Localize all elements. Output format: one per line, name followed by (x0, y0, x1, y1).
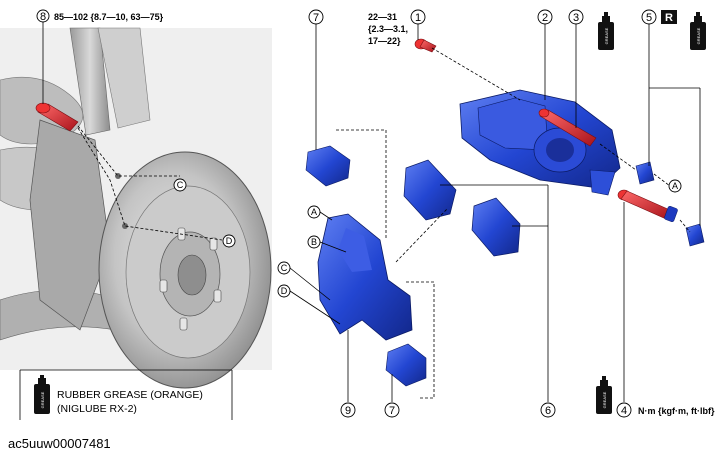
guide-pin-4 (617, 189, 678, 222)
callout-7-top: 7 (313, 12, 319, 24)
callout-1: 1 (415, 12, 421, 24)
guide-pin-3 (538, 108, 597, 147)
grease-can-icon-bottom: GREASE (596, 376, 612, 414)
torque-1-line2: {2.3—3.1, (368, 24, 408, 34)
grease-can-icon: GREASE (34, 375, 50, 414)
callouts-top: 7 1 2 3 5 (308, 9, 701, 226)
letter-a-right-circle (668, 179, 682, 193)
dash-pad-link (395, 207, 449, 263)
dash-clip-top (336, 129, 387, 240)
letter-d-hub-circle (222, 234, 236, 248)
bracket-letter-callouts: A B C D (277, 205, 347, 325)
torque-8: 85—102 {8.7—10, 63—75} (54, 12, 164, 22)
letter-a-right: A (672, 181, 678, 191)
svg-text:R: R (665, 12, 673, 24)
callout-8-label: 8 (40, 11, 46, 23)
callout-2: 2 (542, 12, 548, 24)
torque-1-line3: 17—22} (368, 36, 401, 46)
callout-3: 3 (573, 12, 579, 24)
legend-line-1: RUBBER GREASE (ORANGE) (57, 389, 203, 401)
pad-clip-7-top (305, 145, 351, 187)
callout-5: 5 (646, 12, 652, 24)
letter-c-hub: C (177, 180, 184, 190)
knuckle-photo-panel (0, 27, 272, 389)
svg-text:GREASE: GREASE (604, 27, 609, 44)
dash-clip-bottom (406, 281, 435, 399)
torque-units: N·m {kgf·m, ft·lbf} (638, 406, 715, 416)
dash-d-hub (77, 127, 223, 241)
dash-bushing-b (679, 219, 691, 233)
letter-b: B (311, 237, 317, 247)
callout-9: 9 (345, 405, 351, 417)
replace-badge: R (661, 10, 677, 24)
bushing-5b (685, 223, 705, 247)
can-label-legend: GREASE (40, 391, 45, 408)
document-id: ac5uuw00007481 (8, 436, 111, 451)
dash-c-hub (77, 125, 180, 177)
svg-text:GREASE: GREASE (696, 27, 701, 44)
caliper-bracket-9 (317, 213, 413, 341)
letter-c-left: C (281, 263, 288, 273)
callout-4: 4 (621, 405, 627, 417)
caliper-body-2 (459, 89, 621, 196)
callout-8 (36, 9, 50, 23)
pad-clip-7-bottom (385, 343, 427, 387)
grease-can-icon-top-1: GREASE (598, 12, 614, 50)
letter-c-hub-circle (173, 178, 187, 192)
letter-a-left: A (311, 207, 317, 217)
dash-pin-3 (599, 143, 637, 171)
bushing-5a (635, 161, 655, 185)
svg-text:GREASE: GREASE (602, 391, 607, 408)
callouts-bottom: 9 7 6 4 (340, 184, 632, 418)
legend-line-2: (NIGLUBE RX-2) (57, 403, 137, 415)
dash-bushing-a (653, 173, 671, 187)
callout-6: 6 (545, 405, 551, 417)
callout-7-bottom: 7 (389, 405, 395, 417)
grease-legend: GREASE RUBBER GREASE (ORANGE) (NIGLUBE R… (19, 369, 233, 420)
brake-pad-6a (403, 159, 457, 221)
grease-can-icon-top-2: GREASE (690, 12, 706, 50)
caliper-bolt-1 (414, 38, 437, 53)
letter-d-left: D (281, 286, 288, 296)
torque-1-line1: 22—31 (368, 12, 397, 22)
brake-pad-6b (471, 197, 521, 257)
dash-bolt-1 (431, 47, 521, 101)
letter-d-hub: D (226, 236, 233, 246)
